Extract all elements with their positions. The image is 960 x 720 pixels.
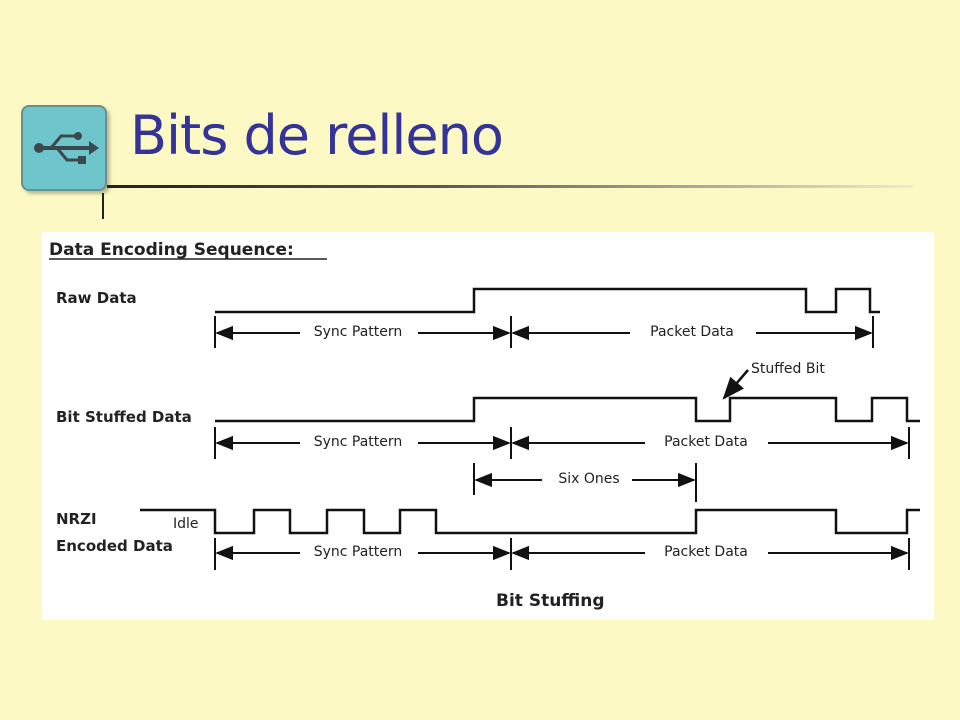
bit-stuffed-waveform bbox=[215, 396, 920, 423]
stuffed-bit-arrow bbox=[722, 369, 749, 400]
raw-data-label: Raw Data bbox=[56, 289, 137, 307]
title-divider-tick bbox=[102, 193, 104, 219]
stuffed-packet-label: Packet Data bbox=[664, 434, 748, 450]
usb-logo-tile bbox=[21, 105, 107, 191]
usb-icon bbox=[34, 132, 99, 164]
six-ones-label: Six Ones bbox=[558, 471, 619, 487]
raw-sync-label: Sync Pattern bbox=[314, 324, 403, 340]
nrzi-packet-label: Packet Data bbox=[664, 544, 748, 560]
nrzi-sync-label: Sync Pattern bbox=[314, 544, 403, 560]
title-divider bbox=[107, 185, 913, 188]
raw-packet-label: Packet Data bbox=[650, 324, 734, 340]
stuffed-bit-annotation: Stuffed Bit bbox=[751, 361, 825, 377]
bit-stuffing-diagram: Data Encoding Sequence: Raw Data Sync Pa… bbox=[42, 232, 934, 620]
nrzi-waveform bbox=[140, 508, 920, 535]
diagram-heading: Data Encoding Sequence: bbox=[49, 240, 294, 260]
idle-label: Idle bbox=[173, 516, 199, 532]
bit-stuffed-data-label: Bit Stuffed Data bbox=[56, 408, 192, 426]
stuffed-sync-label: Sync Pattern bbox=[314, 434, 403, 450]
encoded-data-label: Encoded Data bbox=[56, 537, 173, 555]
diagram-caption: Bit Stuffing bbox=[496, 591, 605, 611]
timing-diagram: Data Encoding Sequence: Raw Data Sync Pa… bbox=[49, 240, 920, 611]
slide-title: Bits de relleno bbox=[130, 104, 504, 167]
nrzi-label: NRZI bbox=[56, 510, 97, 528]
raw-data-waveform bbox=[215, 287, 880, 314]
